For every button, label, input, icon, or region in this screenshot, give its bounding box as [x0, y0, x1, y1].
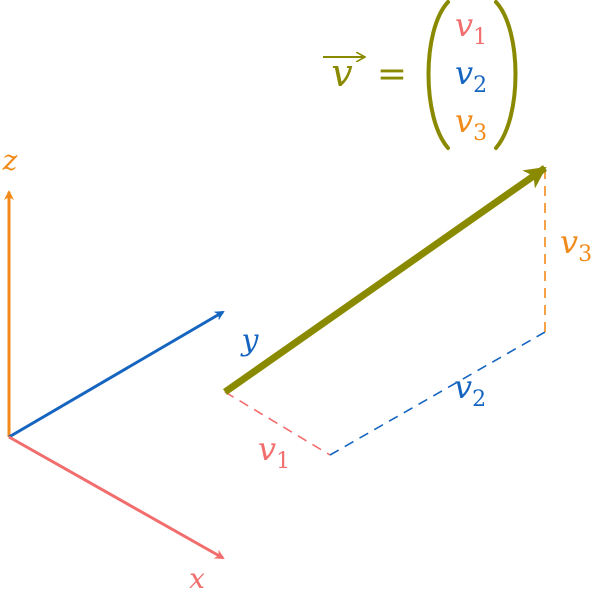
vector-v-arrow [222, 165, 548, 395]
v3-label: v3 [560, 223, 592, 267]
x-axis-label: x [189, 562, 205, 594]
right-parenthesis [494, 0, 518, 150]
z-axis-label: z [2, 144, 18, 177]
equals-sign: = [377, 54, 407, 95]
x-axis [8, 435, 225, 560]
y-axis [8, 310, 225, 439]
matrix-entry-v2: v2 [455, 54, 487, 98]
matrix-entry-v1: v1 [455, 6, 487, 50]
v2-component-line [329, 331, 546, 456]
left-parenthesis [426, 0, 450, 150]
v2-label: v2 [454, 368, 486, 412]
matrix-entry-v3: v3 [455, 102, 487, 146]
equation: v = v1 v2 v3 [323, 0, 518, 150]
v1-component-line [224, 391, 331, 456]
y-axis-label: y [240, 323, 260, 358]
vector-symbol: v [331, 51, 353, 95]
v1-label: v1 [258, 430, 290, 474]
